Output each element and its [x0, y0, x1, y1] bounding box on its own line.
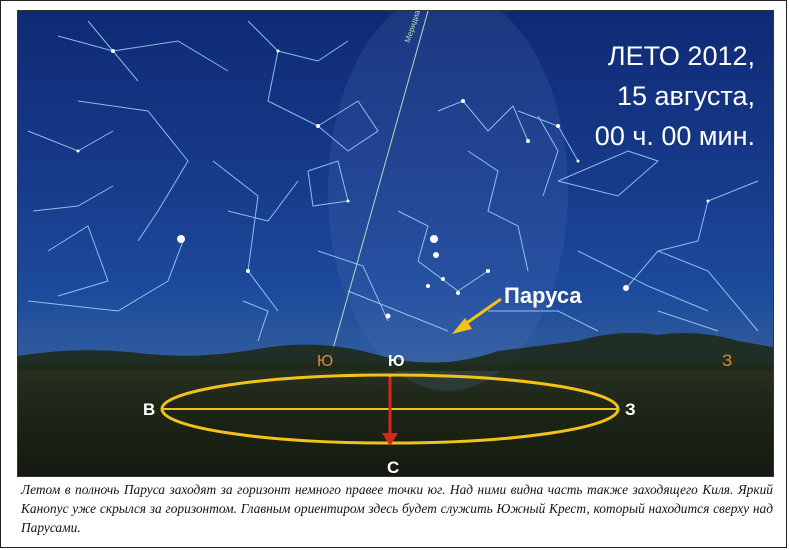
milky-way [328, 11, 568, 391]
meridian-line [330, 11, 429, 357]
ground [18, 363, 773, 476]
horizon-ring [160, 373, 620, 446]
season-time: 00 ч. 00 мин. [594, 121, 755, 151]
season-date: 15 августа, [616, 81, 755, 111]
ring-west-label: З [625, 400, 636, 419]
stars [76, 49, 710, 319]
treeline [18, 333, 773, 371]
sky-chart: Меридиан ЛЕТО 2012, 15 августа, 00 ч. 00… [17, 10, 774, 477]
season-title: ЛЕТО 2012, [607, 41, 755, 71]
ring-south-label: Ю [388, 353, 405, 370]
south-horizon-label: Ю [317, 353, 334, 370]
figure-caption: Летом в полночь Паруса заходят за горизо… [21, 482, 773, 535]
ring-east-label: В [143, 400, 156, 419]
pointer-arrow [452, 297, 502, 334]
west-horizon-label: З [722, 351, 733, 370]
constellation-label: Паруса [504, 283, 582, 308]
sky-overlay [18, 11, 773, 446]
ring-north-label: С [387, 458, 400, 477]
